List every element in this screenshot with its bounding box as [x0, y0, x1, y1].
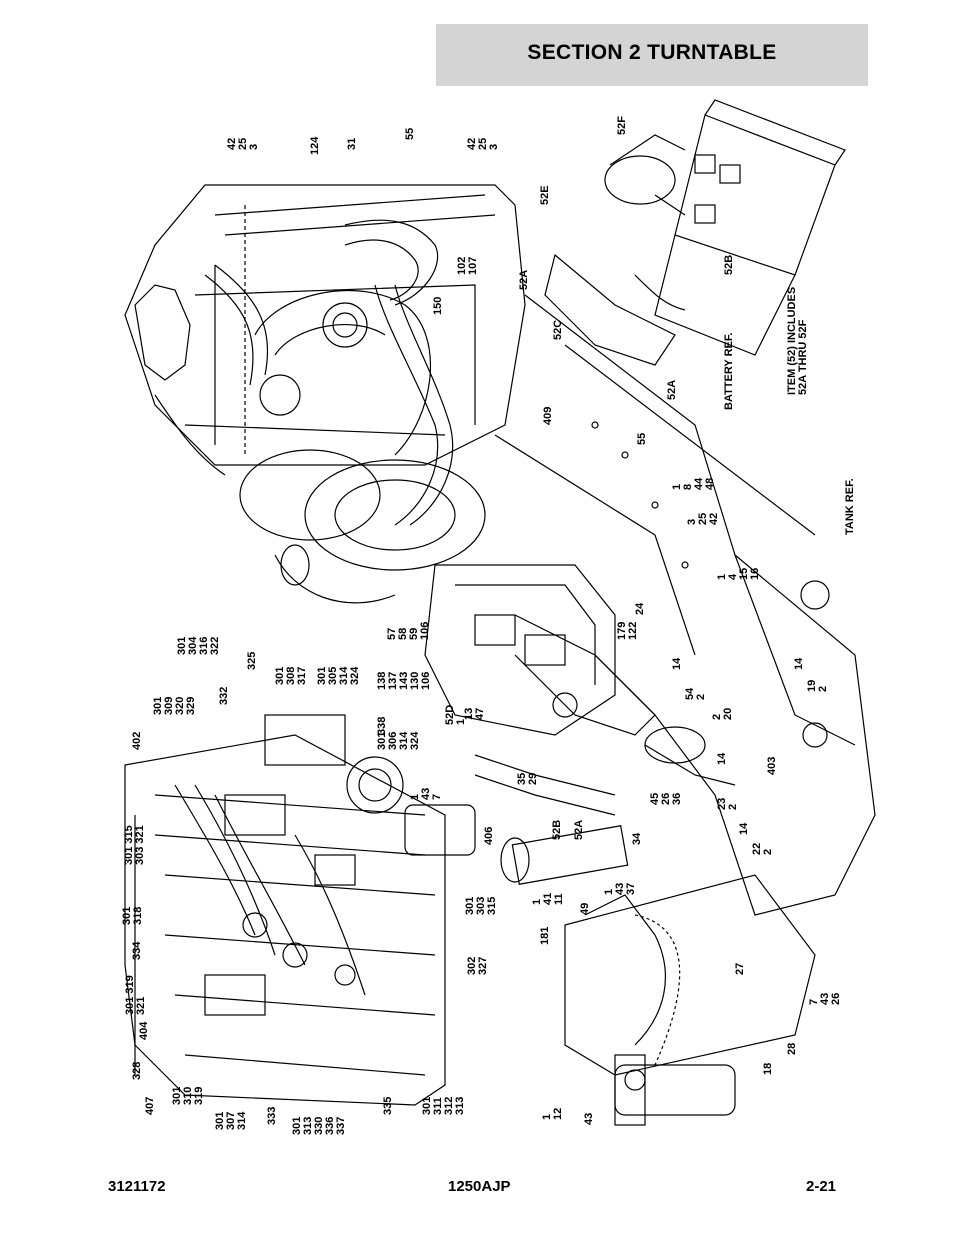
callout-label: 14 — [793, 657, 805, 670]
callout-label: 55 — [404, 128, 416, 140]
callout-label: ITEM (52) INCLUDES52A THRU 52F — [786, 287, 809, 395]
model-name: 1250AJP — [448, 1178, 511, 1195]
callout-label: 28 — [786, 1043, 798, 1055]
callout-label: 34 — [631, 832, 643, 845]
callout-label: 409 — [542, 407, 554, 425]
return-filter — [614, 1054, 736, 1126]
callout-label: 52D1 — [444, 705, 467, 725]
hydraulic-tank — [564, 874, 816, 1076]
section-title: SECTION 2 TURNTABLE — [527, 41, 777, 64]
filter-assembly — [404, 726, 736, 885]
callout-label: 14337 — [603, 883, 637, 895]
callout-label: 220 — [711, 708, 734, 720]
parts-exploded-view: 42253 124 31 55 42253 52F 52E 102107 150… — [121, 99, 876, 1135]
callout-label: 334 — [131, 941, 143, 960]
callout-label: 1347 — [463, 708, 486, 720]
callout-label: 14 — [671, 657, 683, 670]
engine-block — [134, 284, 486, 604]
callout-label: 184448 — [671, 477, 716, 490]
callout-labels: 42253 124 31 55 42253 52F 52E 102107 150… — [121, 116, 856, 1135]
callout-label: 301 319321 — [124, 975, 147, 1015]
callout-label: 301307314 — [214, 1111, 248, 1130]
callout-label: 406 — [483, 827, 495, 845]
callout-label: 52A — [518, 270, 530, 290]
callout-label: BATTERY REF. — [723, 333, 735, 410]
callout-label: 55 — [636, 433, 648, 445]
callout-label: 42253 — [226, 138, 260, 150]
callout-label: 335 — [382, 1097, 394, 1115]
callout-label: 52C — [552, 320, 564, 340]
hydraulic-pump — [424, 564, 656, 736]
callout-label: 301318 — [121, 907, 144, 925]
callout-label: 575859106 — [386, 622, 431, 640]
callout-label: 52B — [723, 255, 735, 275]
callout-label: 14 — [738, 822, 750, 835]
callout-label: 14 — [716, 752, 728, 765]
callout-label: 222 — [751, 843, 774, 855]
callout-label: 192 — [806, 680, 829, 692]
callout-label: 138137143130106 — [376, 672, 432, 690]
callout-label: 452636 — [649, 793, 683, 805]
document-number: 3121172 — [108, 1178, 166, 1195]
section-header: SECTION 2 TURNTABLE — [436, 24, 868, 86]
callout-label: 124 — [309, 136, 321, 155]
callout-label: 52A — [666, 380, 678, 400]
callout-label: 141516 — [716, 568, 761, 580]
callout-label: 102107 — [456, 257, 479, 275]
callout-label: 301304316322 — [176, 636, 221, 655]
callout-label: 42253 — [466, 138, 500, 150]
callout-label: 18 — [762, 1063, 774, 1075]
page-number: 2-21 — [806, 1178, 837, 1195]
callout-label: 74326 — [808, 993, 842, 1005]
callout-label: 402 — [131, 732, 143, 750]
callout-label: 404 — [138, 1021, 150, 1040]
callout-label: 52B — [551, 820, 563, 840]
callout-label: 302327 — [466, 957, 489, 975]
callout-label: 325 — [246, 652, 258, 670]
callout-label: 31 — [346, 138, 358, 150]
callout-label: 112 — [541, 1108, 564, 1120]
callout-label: 301309320329 — [152, 697, 197, 715]
callout-label: 52F — [616, 116, 628, 135]
engine-frame — [124, 184, 526, 466]
callout-label: 301 315303 321 — [123, 825, 146, 865]
callout-label: 542 — [684, 687, 707, 700]
callout-label: 179122 — [616, 622, 639, 640]
callout-label: 150 — [432, 297, 444, 315]
callout-label: 328 — [131, 1062, 143, 1080]
callout-label: 407 — [144, 1097, 156, 1115]
callout-label: 52E — [539, 185, 551, 205]
callout-label: 301313330336337 — [291, 1117, 347, 1135]
callout-label: 338 — [376, 717, 388, 735]
callout-label: TANK REF. — [844, 478, 856, 535]
callout-label: 301306314324 — [376, 731, 421, 750]
callout-label: 52A — [573, 820, 585, 840]
callout-label: 301311312313 — [421, 1097, 466, 1115]
callout-label: 181 — [539, 927, 551, 945]
callout-label: 301310319 — [171, 1087, 205, 1105]
callout-label: 32542 — [686, 513, 720, 525]
callout-label: 232 — [716, 798, 739, 810]
callout-label: 333 — [266, 1107, 278, 1125]
callout-label: 24 — [634, 602, 646, 615]
callout-label: 301308317 — [274, 667, 308, 685]
valve-manifold — [124, 714, 446, 1106]
callout-label: 1437 — [409, 788, 443, 800]
callout-label: 14111 — [531, 893, 565, 905]
callout-label: 49 — [579, 903, 591, 915]
callout-label: 403 — [766, 757, 778, 775]
callout-label: 332 — [218, 687, 230, 705]
intake-pipes — [204, 219, 454, 526]
callout-label: 3529 — [516, 773, 539, 785]
callout-label: 301305314324 — [316, 666, 361, 685]
callout-label: 301303315 — [464, 897, 498, 915]
callout-label: 27 — [734, 963, 746, 975]
callout-label: 43 — [583, 1113, 595, 1125]
battery-assembly — [544, 99, 846, 366]
